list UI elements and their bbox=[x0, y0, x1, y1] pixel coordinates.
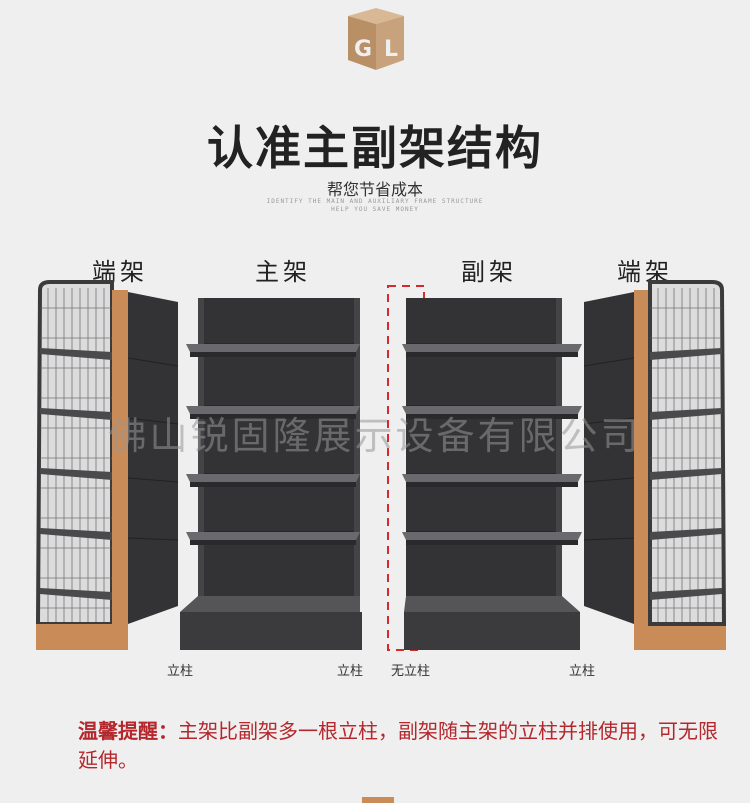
page-subtitle: 帮您节省成本 bbox=[326, 180, 423, 199]
english-tagline-1: IDENTIFY THE MAIN AND AUXILIARY FRAME ST… bbox=[266, 198, 484, 205]
reminder-note-text: 主架比副架多一根立柱，副架随主架的立柱并排使用，可无限延伸。 bbox=[78, 719, 718, 772]
post-label-end-right: 立柱 bbox=[569, 664, 596, 679]
sub-frame-label: 副架 bbox=[461, 258, 517, 286]
post-label-main: 立柱 bbox=[337, 664, 364, 679]
no-post-label-sub: 无立柱 bbox=[391, 664, 431, 679]
brand-logo-icon: G L bbox=[348, 8, 404, 70]
page-title: 认准主副架结构 bbox=[207, 121, 543, 175]
english-tagline-2: HELP YOU SAVE MONEY bbox=[331, 206, 419, 213]
main-frame bbox=[180, 298, 362, 650]
shelving-illustration bbox=[35, 280, 727, 651]
reminder-note: 温馨提醒：主架比副架多一根立柱，副架随主架的立柱并排使用，可无限延伸。 bbox=[78, 717, 718, 775]
company-watermark: 佛山锐固隆展示设备有限公司 bbox=[108, 414, 642, 458]
bottom-decoration bbox=[362, 797, 394, 803]
end-frame-right bbox=[583, 280, 727, 650]
main-frame-label: 主架 bbox=[255, 258, 311, 286]
end-frame-left bbox=[35, 280, 179, 650]
post-label-end-left: 立柱 bbox=[167, 664, 194, 679]
reminder-note-prefix: 温馨提醒： bbox=[78, 719, 178, 743]
sub-frame bbox=[402, 298, 582, 650]
svg-text:L: L bbox=[384, 37, 398, 62]
svg-text:G: G bbox=[354, 37, 372, 62]
